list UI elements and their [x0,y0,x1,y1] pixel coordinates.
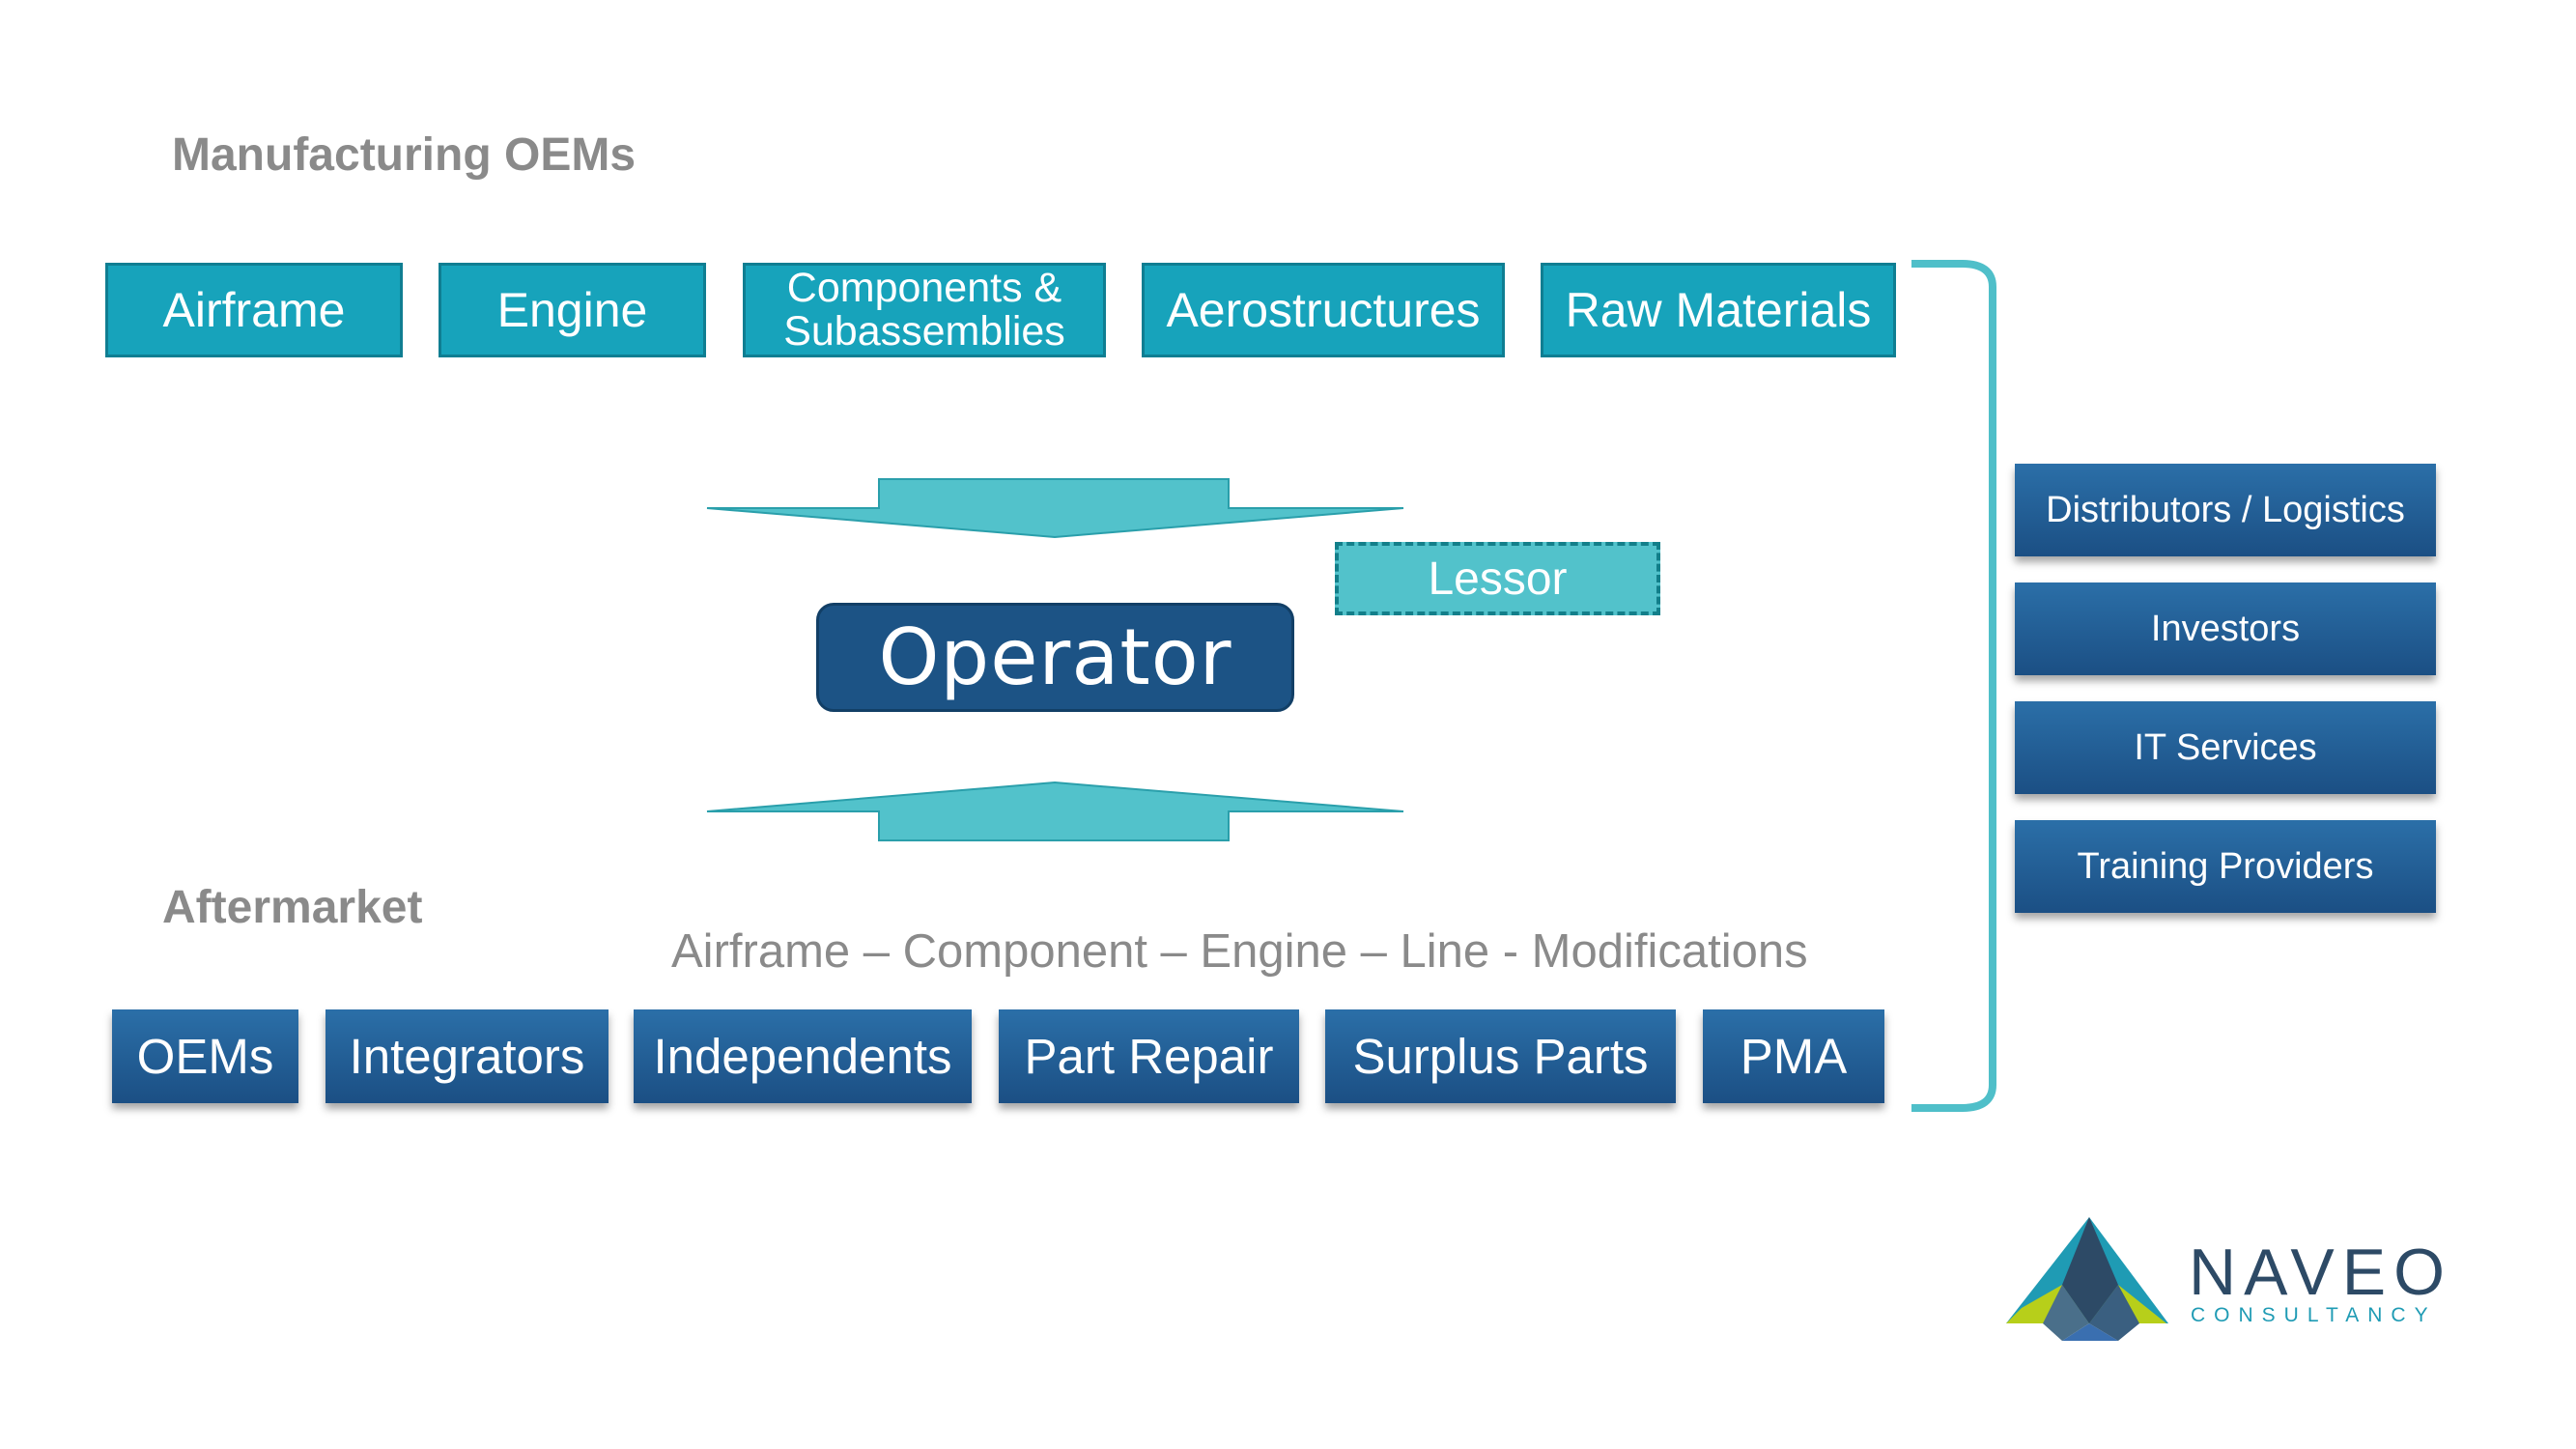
service-box-distributors: Distributors / Logistics [2015,464,2436,556]
aftermarket-box-surplus-parts: Surplus Parts [1325,1009,1676,1103]
manufacturing-heading: Manufacturing OEMs [172,129,637,181]
manufacturing-box-engine: Engine [439,263,706,357]
down-arrow [706,478,1404,539]
aftermarket-box-oems: OEMs [112,1009,298,1103]
aftermarket-heading: Aftermarket [162,882,423,933]
lessor-box: Lessor [1335,542,1660,615]
up-arrow [706,781,1404,841]
manufacturing-box-components: Components & Subassemblies [743,263,1106,357]
aftermarket-box-part-repair: Part Repair [999,1009,1299,1103]
right-bracket [1911,260,1996,1112]
service-box-training: Training Providers [2015,820,2436,913]
service-box-investors: Investors [2015,582,2436,675]
logo-tagline: CONSULTANCY [2191,1304,2437,1326]
manufacturing-box-airframe: Airframe [105,263,403,357]
service-box-it-services: IT Services [2015,701,2436,794]
manufacturing-box-aerostructures: Aerostructures [1142,263,1505,357]
aftermarket-box-integrators: Integrators [326,1009,609,1103]
aftermarket-box-independents: Independents [634,1009,972,1103]
aftermarket-box-pma: PMA [1703,1009,1884,1103]
aftermarket-subtitle: Airframe – Component – Engine – Line - M… [671,925,1808,978]
operator-box: Operator [816,603,1294,712]
logo-name: NAVEO [2189,1236,2453,1309]
naveo-logo-mark [2006,1217,2168,1341]
manufacturing-box-raw-materials: Raw Materials [1541,263,1896,357]
